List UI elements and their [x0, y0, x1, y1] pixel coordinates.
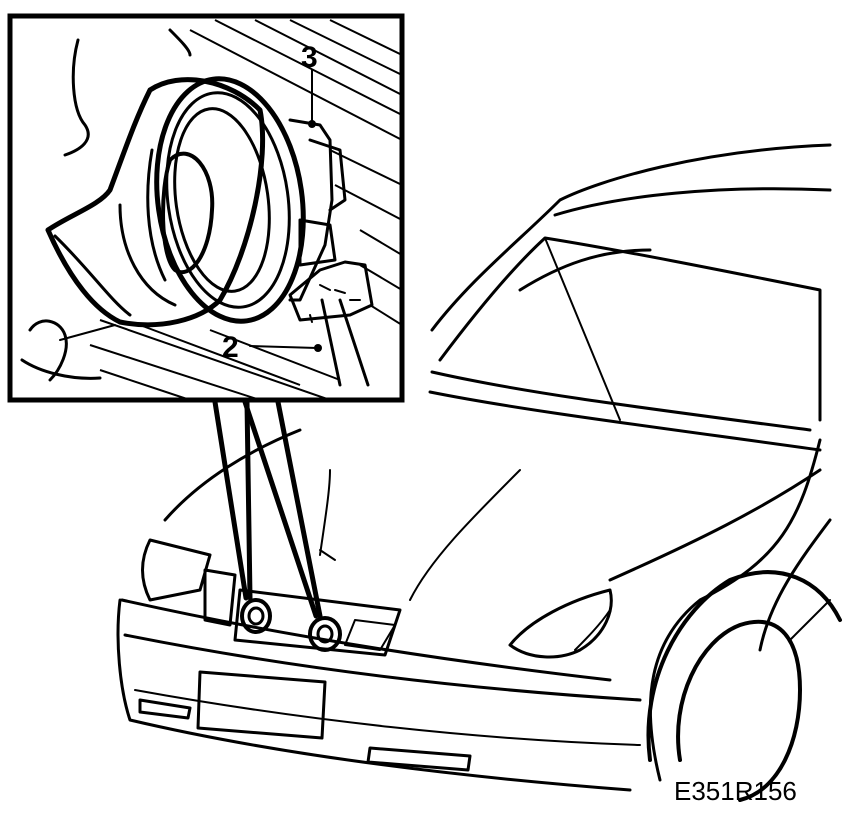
- pointer-lines: [212, 399, 323, 619]
- leader-2: [249, 345, 318, 349]
- car-front-icon: [116, 143, 842, 802]
- figure-code: E351R156: [674, 776, 797, 806]
- inset-detail: [7, 13, 405, 403]
- leader-3-dot: [308, 120, 316, 128]
- inset-hatching: [89, 19, 402, 400]
- leader-2-dot: [314, 344, 322, 352]
- horn-marker-left: [240, 598, 272, 634]
- inset-frame: [7, 13, 405, 403]
- callout-3: 3: [301, 41, 318, 74]
- callout-2: 2: [222, 331, 239, 364]
- horn-icon: [45, 76, 374, 328]
- horn-marker-right: [308, 616, 342, 652]
